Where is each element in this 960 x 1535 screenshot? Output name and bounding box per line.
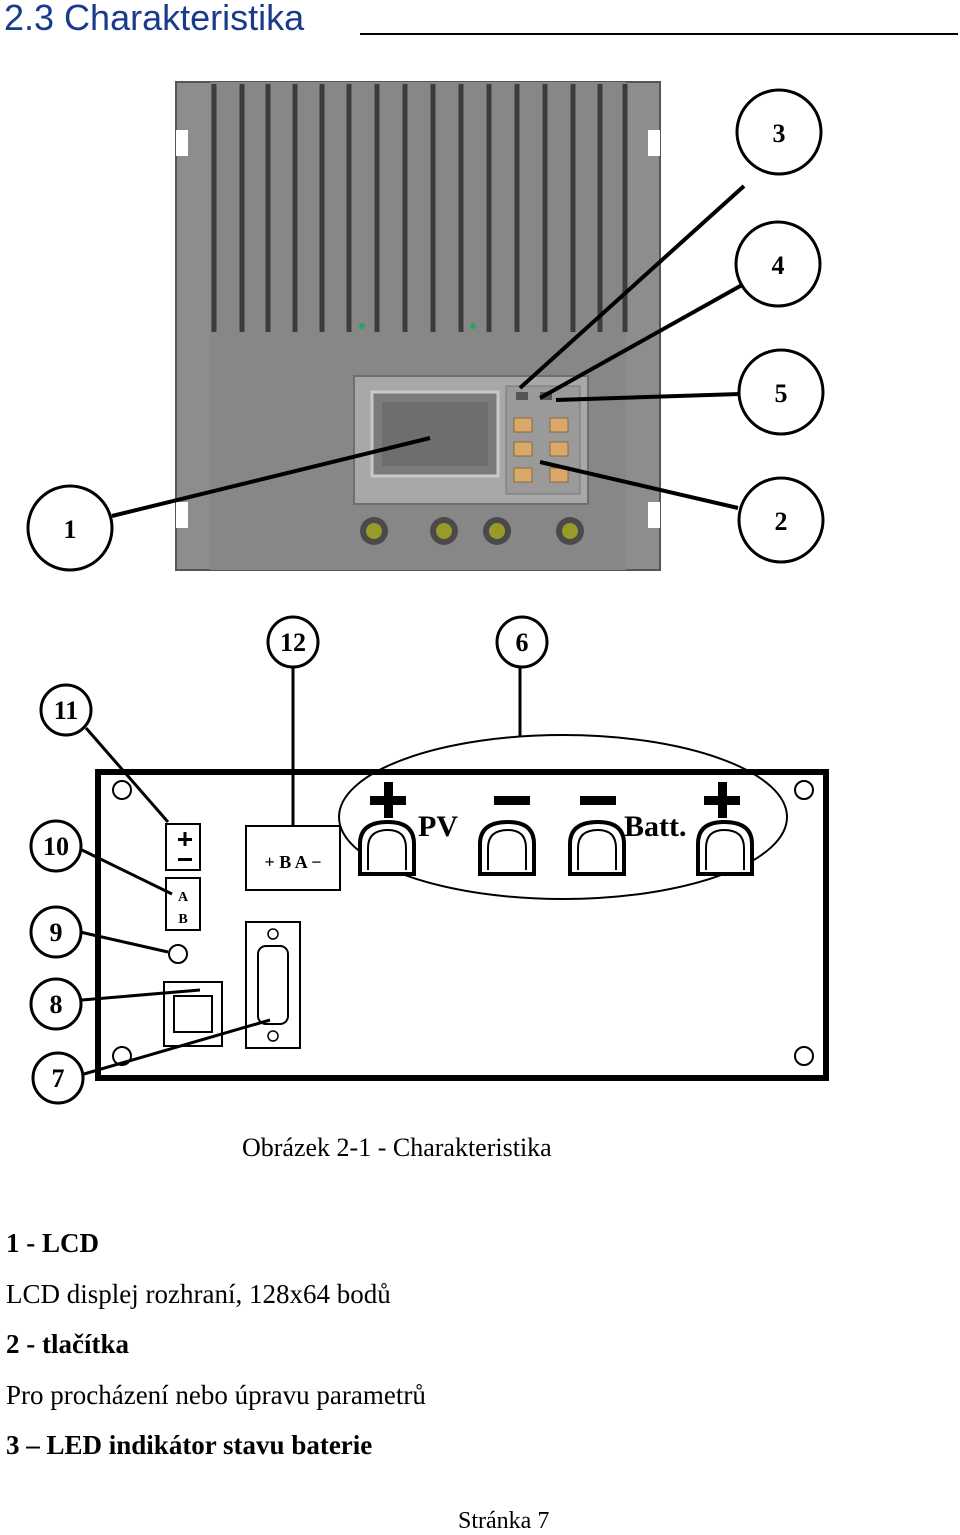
pv-label: PV [418, 810, 458, 843]
item-2-title: 2 - tlačítka [6, 1329, 129, 1359]
buttons [513, 417, 569, 483]
callout-2-label: 2 [775, 507, 788, 536]
callout-10-label: 10 [43, 832, 69, 861]
callout-1: 1 [26, 484, 114, 572]
power-terminals [358, 819, 754, 876]
db9-port-7 [245, 921, 301, 1049]
power-terminals-outline [338, 734, 788, 900]
controller-front-figure: 1 2 3 4 5 [26, 81, 825, 572]
callout-2: 2 [737, 476, 825, 564]
callout-5-label: 5 [775, 379, 788, 408]
item-3-title: 3 – LED indikátor stavu baterie [6, 1430, 373, 1460]
callout-6-label: 6 [516, 628, 529, 657]
terminal-a-label: A [178, 890, 189, 905]
terminal-block-12 [245, 825, 341, 891]
callout-3-label: 3 [773, 119, 786, 148]
callout-4-label: 4 [772, 251, 785, 280]
callout-1-label: 1 [64, 515, 77, 544]
callout-11-label: 11 [54, 696, 79, 725]
callout-3: 3 [735, 88, 823, 176]
connector-11 [165, 823, 201, 871]
callout-8-label: 8 [50, 990, 63, 1019]
callout-7: 7 [31, 1051, 85, 1105]
heading-underline [360, 33, 958, 35]
terminal-panel-figure: PV Batt. + B A − A B [29, 615, 829, 1105]
terminal-b-label: B [178, 912, 187, 927]
page-number: Stránka 7 [458, 1508, 550, 1534]
callout-8: 8 [29, 977, 83, 1031]
terminal-12-label: + B A − [264, 852, 321, 872]
callout-7-label: 7 [52, 1064, 65, 1093]
callout-12: 12 [266, 615, 320, 669]
batt-label: Batt. [624, 810, 687, 843]
callout-12-label: 12 [280, 628, 306, 657]
callout-5: 5 [737, 348, 825, 436]
item-1-title: 1 - LCD [6, 1228, 99, 1258]
callout-4: 4 [734, 220, 822, 308]
callout-9-label: 9 [50, 918, 63, 947]
polarity-marks [370, 782, 740, 818]
heatsink-fins [211, 84, 628, 332]
callout-10: 10 [29, 819, 83, 873]
figure-caption: Obrázek 2-1 - Charakteristika [242, 1133, 552, 1162]
terminal-screws [360, 517, 584, 545]
callout-11: 11 [39, 683, 93, 737]
section-heading: 2.3 Charakteristika [4, 0, 305, 38]
callout-9: 9 [29, 905, 83, 959]
item-2-description: Pro procházení nebo úpravu parametrů [6, 1380, 426, 1410]
led-9 [168, 944, 188, 964]
connector-10 [165, 877, 201, 931]
callout-6: 6 [495, 615, 549, 669]
item-1-description: LCD displej rozhraní, 128x64 bodů [6, 1279, 391, 1309]
